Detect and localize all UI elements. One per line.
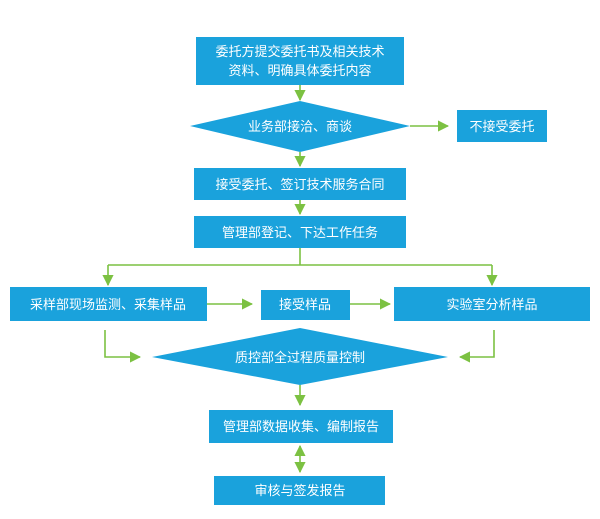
node-review-label: 审核与签发报告 xyxy=(254,483,345,499)
node-sampling: 采样部现场监测、采集样品 xyxy=(10,287,207,321)
node-register-label: 管理部登记、下达工作任务 xyxy=(222,225,378,241)
node-receive-label: 接受样品 xyxy=(279,297,331,313)
node-negotiate: 业务部接洽、商谈 xyxy=(190,101,410,152)
node-register: 管理部登记、下达工作任务 xyxy=(194,216,406,248)
node-submit: 委托方提交委托书及相关技术 资料、明确具体委托内容 xyxy=(196,37,404,85)
arrow-sampling-qc xyxy=(104,330,142,363)
arrow-lab-qc xyxy=(458,330,495,363)
node-submit-line1: 委托方提交委托书及相关技术 xyxy=(215,44,384,60)
node-lab-label: 实验室分析样品 xyxy=(446,297,537,313)
node-receive: 接受样品 xyxy=(261,290,350,320)
node-review: 审核与签发报告 xyxy=(214,476,385,505)
node-qc-label: 质控部全过程质量控制 xyxy=(235,350,365,366)
node-accept: 接受委托、签订技术服务合同 xyxy=(194,168,406,200)
node-sampling-label: 采样部现场监测、采集样品 xyxy=(30,297,186,313)
node-submit-line2: 资料、明确具体委托内容 xyxy=(228,63,371,79)
node-reject-label: 不接受委托 xyxy=(469,119,534,135)
node-negotiate-label: 业务部接洽、商谈 xyxy=(248,119,352,135)
node-reject: 不接受委托 xyxy=(457,110,547,142)
node-lab: 实验室分析样品 xyxy=(394,287,590,321)
node-accept-label: 接受委托、签订技术服务合同 xyxy=(215,177,384,193)
node-qc: 质控部全过程质量控制 xyxy=(152,328,448,385)
node-report-label: 管理部数据收集、编制报告 xyxy=(223,419,379,435)
connectors xyxy=(102,85,498,474)
node-report: 管理部数据收集、编制报告 xyxy=(209,410,393,443)
